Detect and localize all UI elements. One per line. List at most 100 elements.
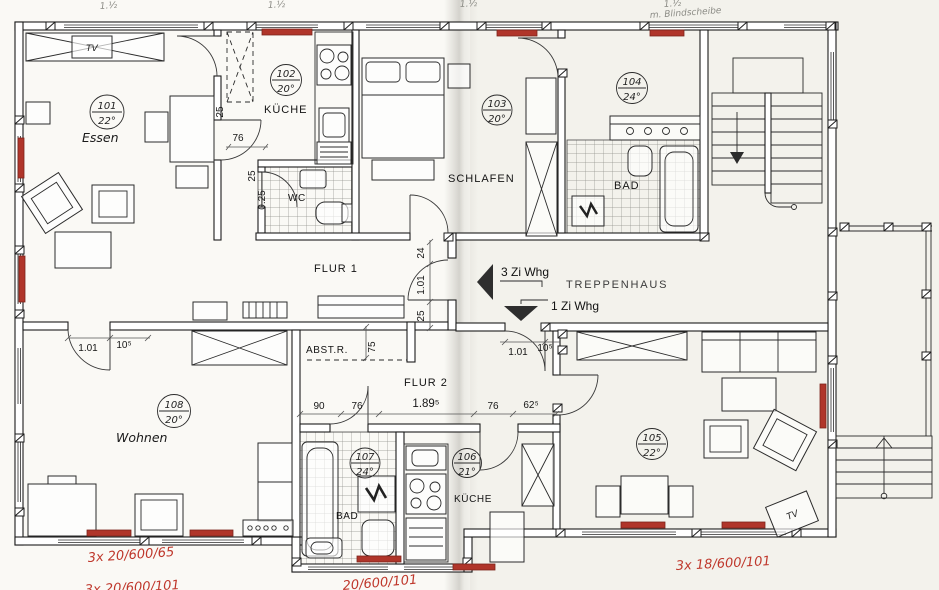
room-number-circles: 101 22° 102 20° 103 20° 104 24° 105 22° … (89, 64, 668, 479)
room-number: 103 (487, 99, 506, 110)
dim: 1.01 (78, 343, 98, 354)
shelf (257, 442, 293, 522)
window (582, 529, 676, 537)
dim: 10⁵ (537, 343, 552, 354)
fridge-cabinet (316, 141, 352, 165)
dim: 62⁵ (523, 400, 538, 411)
room-label-bad-104: BAD (614, 180, 640, 192)
room-temp: 20° (488, 114, 506, 125)
room-wc-furniture (299, 169, 353, 225)
door (557, 374, 599, 416)
dimensions: 25 76 25 0.25 24 1.01 25 1.01 10⁵ 1.01 1… (64, 106, 560, 418)
chair (668, 485, 694, 518)
room-label-bad-107: BAD (336, 511, 358, 522)
windows (15, 22, 836, 572)
chair (144, 111, 169, 143)
room-circle-107: 107 24° (349, 447, 381, 479)
dim: 76 (232, 133, 244, 144)
nightstand (447, 63, 471, 89)
red-handwritten-notes: 3x 20/600/65 3x 20/600/101 20/600/101 3x… (84, 545, 771, 590)
dim: 1.89⁵ (412, 398, 439, 410)
room-label-wohnen: Wohnen (116, 430, 168, 445)
room-temp: 20° (277, 84, 295, 95)
window (58, 537, 144, 545)
coffee-table (54, 231, 112, 269)
radiator (261, 28, 313, 36)
washing-machine-icon (571, 195, 605, 227)
room-label-kueche-102: KÜCHE (264, 104, 308, 116)
room-label-kueche-106: KÜCHE (454, 493, 492, 505)
room-circle-103: 103 20° (481, 94, 513, 126)
room-label-treppenhaus: TREPPENHAUS (566, 279, 668, 291)
radiator (86, 529, 132, 537)
room-label-flur2: FLUR 2 (404, 377, 448, 389)
dim: 25 (416, 310, 427, 322)
dim: 1.01 (416, 275, 427, 295)
bed (361, 57, 445, 159)
dresser (525, 77, 557, 135)
wardrobe (525, 141, 558, 237)
dim: 1.01 (508, 347, 528, 358)
dim: 0.25 (257, 190, 268, 210)
sink-icon (405, 445, 447, 471)
room-kueche-102-furniture (226, 31, 354, 165)
radiator (649, 29, 685, 37)
room-temp: 22° (643, 448, 661, 459)
scan-seam (444, 0, 478, 590)
bathtub-icon (659, 145, 699, 233)
window (256, 22, 318, 30)
armchair-tilted (20, 171, 84, 235)
room-essen-furniture: TV (20, 32, 215, 269)
toilet-icon (627, 145, 653, 177)
stove-icon (405, 473, 447, 515)
room-105-furniture: TV (576, 331, 820, 538)
room-label-abstellraum: ABST.R. (306, 345, 348, 356)
label-3zi-whg: 3 Zi Whg (501, 265, 549, 279)
room-circle-104: 104 24° (616, 72, 648, 104)
tall-cupboard (521, 443, 555, 507)
dim: 90 (313, 401, 325, 412)
dining-table (169, 95, 215, 163)
room-number: 104 (622, 77, 641, 88)
pencil-mark: 1.½ (268, 0, 286, 11)
storage-heater (242, 519, 294, 537)
radiator (356, 555, 402, 563)
coat-rack (242, 301, 288, 319)
room-number: 105 (642, 433, 661, 444)
toilet-icon (361, 519, 395, 557)
kitchen-counter (403, 443, 449, 563)
door (220, 119, 262, 161)
sofa (701, 331, 817, 373)
room-label-flur1: FLUR 1 (314, 263, 358, 275)
sideboard (25, 101, 51, 125)
room-bad-107-furniture (301, 441, 396, 559)
armchair (703, 419, 749, 459)
chair (595, 485, 621, 518)
sink-icon (305, 537, 343, 559)
stairs-left-run (711, 92, 766, 186)
red-note: 3x 18/600/101 (675, 554, 771, 574)
radiator (721, 521, 766, 529)
radiator (189, 529, 234, 537)
tv-cabinet: TV (25, 32, 165, 62)
tv-tilted: TV (764, 490, 820, 538)
room-label-schlafen: SCHLAFEN (448, 173, 515, 185)
dim: 24 (416, 247, 427, 259)
window (700, 529, 786, 537)
window (308, 564, 388, 572)
dim: 75 (367, 341, 378, 353)
red-note: 3x 20/600/65 (87, 545, 175, 566)
red-note-partial: 3x 20/600/101 (84, 578, 180, 590)
room-kueche-106-furniture (403, 443, 555, 563)
room-number: 101 (97, 101, 116, 112)
cabinet (192, 301, 228, 321)
door-entry-3zi (407, 259, 449, 301)
toilet-icon (315, 201, 353, 225)
door (329, 385, 369, 425)
stair-spine-wall (764, 92, 772, 194)
dim: 25 (215, 106, 226, 118)
dining-table-group (595, 475, 694, 518)
room-label-wc: WC (288, 193, 306, 204)
bed-bench (371, 159, 435, 181)
tv-label-105: TV (785, 509, 800, 523)
